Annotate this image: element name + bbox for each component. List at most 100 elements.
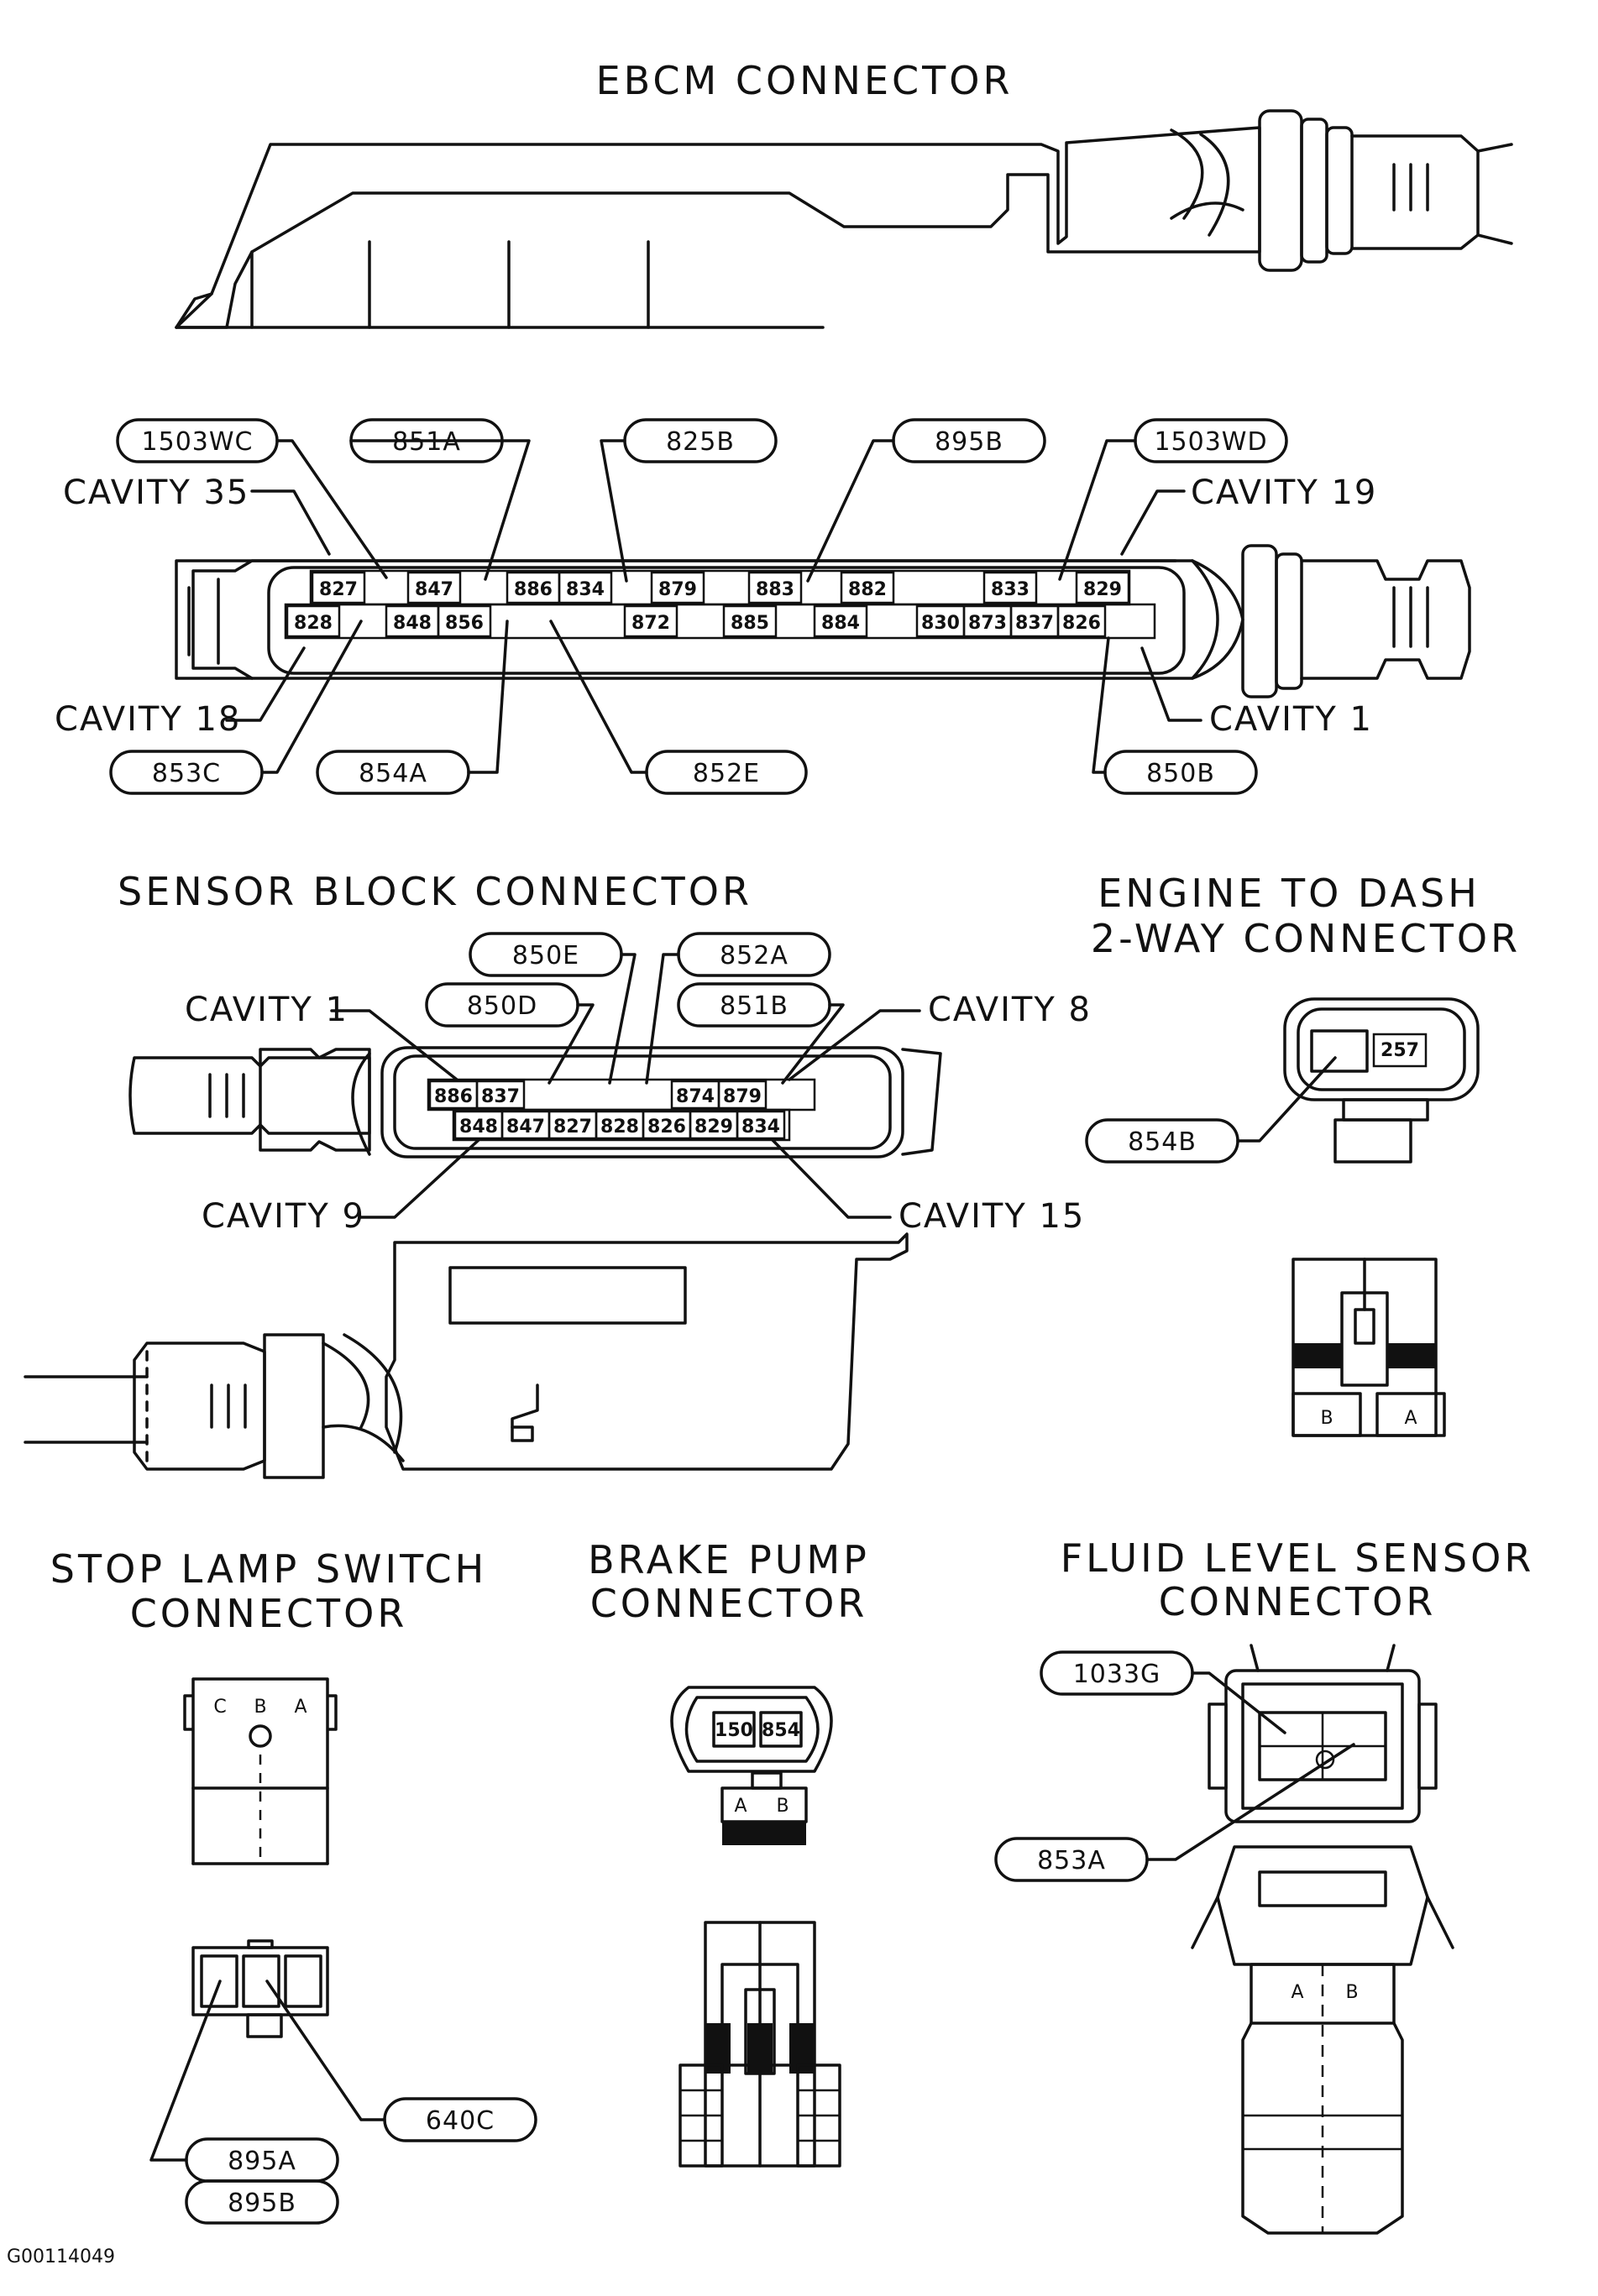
- ebcm-cavity: [982, 571, 1038, 604]
- sensor-block-callouts: 850E 852A 850D 851B CAVITY 1 CAVITY 8 CA…: [185, 932, 1092, 1236]
- ebcm-cavity-label: 830: [921, 613, 960, 634]
- ebcm-cavity: [1075, 571, 1130, 604]
- fluid-level-terminal-b: B: [1345, 1982, 1358, 2003]
- fluid-level-face-view: 1033G 853A: [994, 1644, 1438, 1882]
- brake-pump-cavity-150: 150: [715, 1720, 753, 1741]
- stop-lamp-terminal-c: C: [213, 1697, 226, 1718]
- wire-tag-850b: 850B: [1146, 759, 1215, 788]
- sensor-cavity-label: 834: [741, 1117, 780, 1138]
- ebcm-cavity-label: 884: [821, 613, 860, 634]
- ebcm-cavity-label: 828: [294, 613, 333, 634]
- sensor-cavity: [475, 1080, 526, 1110]
- ebcm-cavity-label: 856: [445, 613, 484, 634]
- ebcm-cavity: [406, 571, 462, 604]
- cavity-18-label: CAVITY 18: [55, 700, 241, 739]
- wire-tag-850e: 850E: [512, 941, 579, 970]
- brake-pump-face-view: 150 854 A B: [670, 1686, 833, 1845]
- sensor-cavity: [736, 1110, 786, 1140]
- brake-pump-title-1: BRAKE PUMP: [588, 1537, 870, 1582]
- ebcm-cavity-label: 873: [968, 613, 1007, 634]
- ebcm-cavity-label: 886: [514, 579, 553, 600]
- ebcm-title: EBCM CONNECTOR: [596, 58, 1014, 103]
- ebcm-cavity-label: 833: [991, 579, 1030, 600]
- engine-dash-title-1: ENGINE TO DASH: [1098, 871, 1480, 916]
- wire-tag-850d: 850D: [467, 991, 537, 1021]
- sensor-cavity-9-label: CAVITY 9: [202, 1197, 365, 1236]
- ebcm-cavity: [650, 571, 705, 604]
- sensor-cavity-label: 837: [481, 1086, 520, 1107]
- ebcm-cavity-label: 882: [848, 579, 887, 600]
- ebcm-cavity: [813, 604, 868, 638]
- wire-tag-852a: 852A: [720, 941, 789, 970]
- ebcm-cavity: [1056, 604, 1107, 638]
- engine-dash-cavity-257: 257: [1381, 1040, 1419, 1061]
- engine-dash-side-view: B A: [1291, 1258, 1446, 1437]
- cavity-19-label: CAVITY 19: [1191, 473, 1377, 512]
- wire-tag-853c: 853C: [152, 759, 221, 788]
- wire-tag-1503wc: 1503WC: [142, 427, 254, 457]
- ebcm-cavity-label: 879: [658, 579, 697, 600]
- stop-lamp-face-view: C B A: [183, 1677, 338, 1865]
- engine-dash-terminal-a: A: [1404, 1408, 1417, 1429]
- ebcm-face-view: 827 847 886 834 879 883 882 833 829 828 …: [175, 544, 1471, 698]
- ebcm-cavity-label: 872: [631, 613, 670, 634]
- ebcm-cavity-label: 847: [415, 579, 453, 600]
- sensor-cavity-8-label: CAVITY 8: [928, 991, 1092, 1029]
- sensor-block-side-view: [24, 1232, 909, 1479]
- sensor-cavity-15-label: CAVITY 15: [899, 1197, 1085, 1236]
- wire-tag-854a: 854A: [359, 759, 427, 788]
- sensor-cavity-label: 879: [723, 1086, 762, 1107]
- brake-pump-title-2: CONNECTOR: [590, 1581, 868, 1626]
- brake-pump-terminal-a: A: [734, 1796, 747, 1817]
- ebcm-cavity: [286, 604, 341, 638]
- figure-id: G00114049: [7, 2246, 115, 2267]
- ebcm-cavity: [747, 571, 803, 604]
- sensor-cavity-label: 828: [600, 1117, 639, 1138]
- fluid-level-side-view: A B: [1191, 1845, 1454, 2235]
- ebcm-side-view: [175, 109, 1513, 329]
- sensor-block-title: SENSOR BLOCK CONNECTOR: [118, 869, 752, 914]
- sensor-cavity-label: 847: [506, 1117, 545, 1138]
- brake-pump-cavity-854: 854: [762, 1720, 800, 1741]
- wire-tag-895b: 895B: [935, 427, 1003, 457]
- wire-tag-851b: 851B: [720, 991, 789, 1021]
- cavity-1-label: CAVITY 1: [1209, 700, 1373, 739]
- sensor-cavity-1-label: CAVITY 1: [185, 991, 348, 1029]
- engine-dash-face-view: 257 854B: [1085, 997, 1480, 1164]
- sensor-cavity-label: 829: [694, 1117, 733, 1138]
- ebcm-cavity: [311, 571, 366, 604]
- sensor-cavity-label: 886: [434, 1086, 473, 1107]
- stop-lamp-title-1: STOP LAMP SWITCH: [50, 1546, 487, 1592]
- ebcm-cavity: [840, 571, 895, 604]
- sensor-cavity-label: 826: [647, 1117, 686, 1138]
- wire-tag-852e: 852E: [693, 759, 760, 788]
- wire-tag-825b: 825B: [666, 427, 735, 457]
- engine-dash-terminal-b: B: [1320, 1408, 1333, 1429]
- sensor-cavity-label: 874: [676, 1086, 715, 1107]
- wire-tag-895b-stop: 895B: [228, 2189, 296, 2218]
- sensor-cavity-label: 848: [459, 1117, 498, 1138]
- ebcm-cavity: [623, 604, 678, 638]
- ebcm-cavity-label: 848: [393, 613, 432, 634]
- sensor-cavity-label: 827: [553, 1117, 592, 1138]
- stop-lamp-title-2: CONNECTOR: [130, 1591, 408, 1636]
- ebcm-cavity-label: 829: [1083, 579, 1122, 600]
- sensor-cavity: [717, 1080, 768, 1110]
- fluid-level-title-2: CONNECTOR: [1159, 1579, 1437, 1624]
- wire-tag-853a: 853A: [1037, 1846, 1106, 1875]
- wire-tag-1503wd: 1503WD: [1154, 427, 1267, 457]
- ebcm-cavity: [558, 571, 613, 604]
- wire-tag-640c: 640C: [426, 2106, 495, 2136]
- ebcm-cavity-label: 883: [756, 579, 794, 600]
- fluid-level-title-1: FLUID LEVEL SENSOR: [1061, 1535, 1535, 1581]
- stop-lamp-terminal-b: B: [254, 1697, 266, 1718]
- engine-dash-title-2: 2-WAY CONNECTOR: [1091, 916, 1521, 961]
- ebcm-cavity-label: 885: [731, 613, 769, 634]
- wire-tag-854b: 854B: [1128, 1127, 1197, 1157]
- cavity-35-label: CAVITY 35: [63, 473, 249, 512]
- stop-lamp-side-view: 640C 895A 895B: [149, 1939, 537, 2225]
- ebcm-cavity-label: 827: [319, 579, 358, 600]
- ebcm-callouts: 1503WC 851A 825B 895B 1503WD CAVITY 35 C…: [55, 418, 1377, 795]
- brake-pump-side-view: [678, 1921, 841, 2168]
